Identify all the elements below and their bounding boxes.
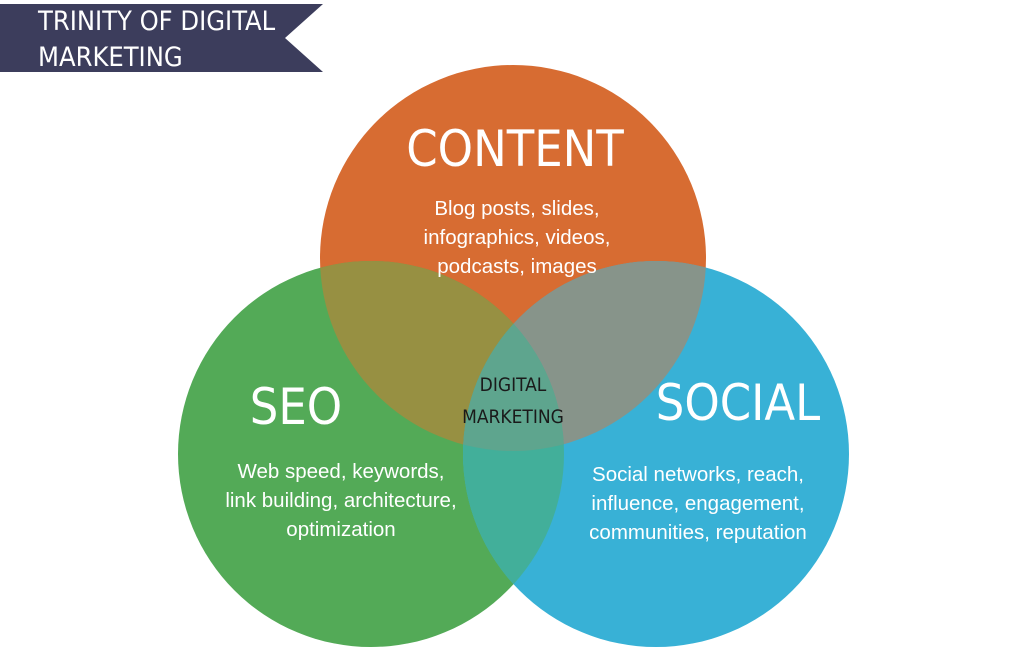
- social-desc-line-2: influence, engagement,: [591, 492, 804, 515]
- center-label-line-1: DIGITAL: [480, 374, 547, 396]
- seo-desc-line-2: link building, architecture,: [225, 489, 456, 512]
- seo-title: SEO: [250, 378, 342, 436]
- content-social-overlap: [463, 261, 706, 451]
- content-desc-line-3: podcasts, images: [437, 255, 597, 278]
- social-desc-line-1: Social networks, reach,: [592, 463, 804, 486]
- banner-title-line-2: MARKETING: [38, 42, 183, 73]
- seo-desc-line-1: Web speed, keywords,: [237, 460, 444, 483]
- social-title: SOCIAL: [656, 374, 820, 432]
- seo-content-overlap: [320, 261, 564, 451]
- title-banner: [0, 4, 323, 72]
- content-desc-line-1: Blog posts, slides,: [434, 197, 599, 220]
- center-label-line-2: MARKETING: [462, 406, 564, 428]
- seo-desc-line-3: optimization: [286, 518, 395, 541]
- content-desc-line-2: infographics, videos,: [424, 226, 611, 249]
- content-title: CONTENT: [406, 120, 624, 178]
- social-desc-line-3: communities, reputation: [589, 521, 807, 544]
- banner-title-line-1: TRINITY OF DIGITAL: [37, 6, 276, 37]
